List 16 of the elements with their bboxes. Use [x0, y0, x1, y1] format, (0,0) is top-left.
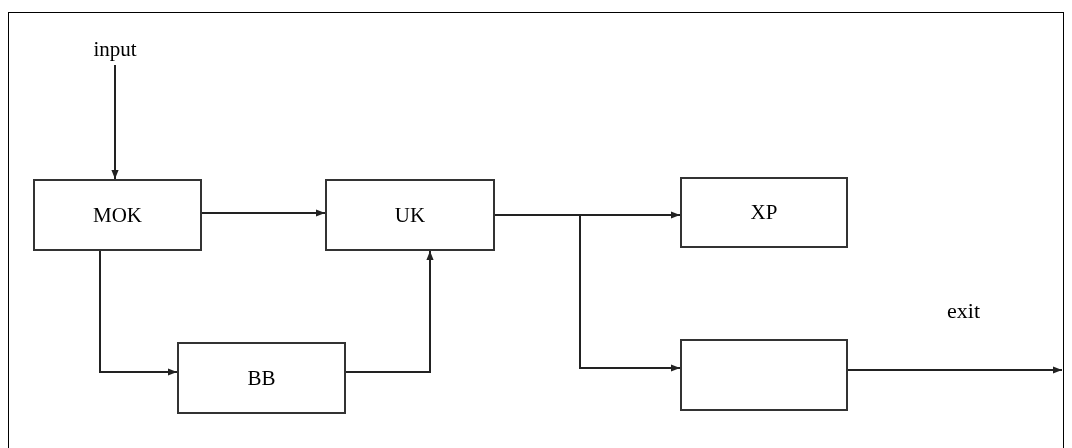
- box-label: MOK: [93, 204, 142, 226]
- process-box: [33, 179, 202, 251]
- process-box: [325, 179, 495, 251]
- arrow: [111, 64, 119, 180]
- process-box: [177, 342, 346, 414]
- box-label: UK: [394, 204, 426, 226]
- arrow: [847, 366, 1063, 374]
- arrow: [345, 250, 434, 373]
- process-box: [680, 177, 848, 248]
- arrow: [494, 214, 681, 372]
- empty-box: [680, 339, 848, 411]
- box-label: BB: [247, 367, 276, 389]
- signal-label: input: [93, 38, 137, 60]
- arrow: [201, 209, 326, 217]
- arrow: [99, 250, 178, 376]
- box-label: XP: [750, 202, 778, 223]
